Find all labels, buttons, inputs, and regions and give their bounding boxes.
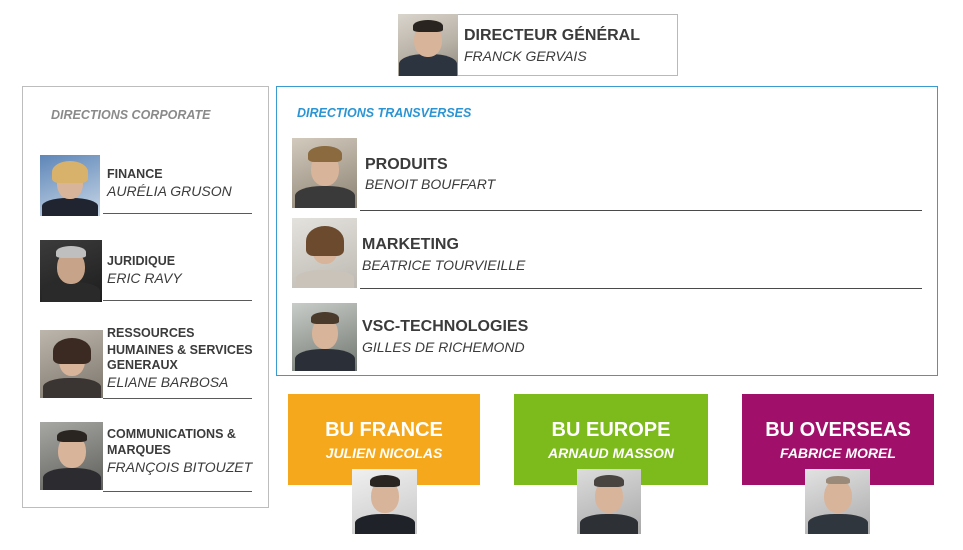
transverse-heading: DIRECTIONS TRANSVERSES bbox=[297, 106, 472, 120]
ceo-title: DIRECTEUR GÉNÉRAL bbox=[464, 27, 641, 44]
communications-divider bbox=[103, 491, 252, 492]
products-divider bbox=[360, 210, 922, 211]
communications-role-line-1: COMMUNICATIONS & bbox=[107, 427, 236, 441]
products-role: PRODUITS bbox=[365, 156, 448, 173]
communications-photo bbox=[40, 422, 103, 490]
marketing-photo bbox=[292, 218, 357, 288]
hr-role-line-3: GENERAUX bbox=[107, 358, 178, 372]
ceo-photo bbox=[398, 14, 458, 76]
ceo-name: FRANCK GERVAIS bbox=[464, 48, 587, 64]
bu-overseas-photo bbox=[805, 469, 870, 534]
hr-divider bbox=[103, 398, 252, 399]
corporate-heading: DIRECTIONS CORPORATE bbox=[51, 108, 211, 122]
finance-divider bbox=[103, 213, 252, 214]
bu-europe-title: BU EUROPE bbox=[551, 419, 671, 441]
communications-name: FRANÇOIS BITOUZET bbox=[107, 459, 253, 475]
bu-france-photo bbox=[352, 469, 417, 534]
finance-role: FINANCE bbox=[107, 167, 163, 181]
vsc-technologies-name: GILLES DE RICHEMOND bbox=[362, 339, 525, 355]
products-name: BENOIT BOUFFART bbox=[365, 176, 496, 192]
bu-europe-name: ARNAUD MASSON bbox=[548, 445, 674, 461]
marketing-divider bbox=[360, 288, 922, 289]
transverse-directions-panel bbox=[276, 86, 938, 376]
legal-name: ERIC RAVY bbox=[107, 270, 182, 286]
legal-photo bbox=[40, 240, 102, 302]
bu-france-title: BU FRANCE bbox=[325, 419, 443, 441]
finance-photo bbox=[40, 155, 100, 216]
bu-france-name: JULIEN NICOLAS bbox=[325, 445, 443, 461]
marketing-role: MARKETING bbox=[362, 236, 459, 253]
hr-role-line-1: RESSOURCES bbox=[107, 326, 195, 340]
products-photo bbox=[292, 138, 357, 208]
bu-overseas-title: BU OVERSEAS bbox=[765, 419, 911, 441]
finance-name: AURÉLIA GRUSON bbox=[107, 183, 232, 199]
bu-overseas-card: BU OVERSEAS FABRICE MOREL bbox=[742, 394, 934, 485]
bu-europe-photo bbox=[577, 469, 641, 534]
bu-overseas-name: FABRICE MOREL bbox=[780, 445, 896, 461]
hr-role-line-2: HUMAINES & SERVICES bbox=[107, 343, 253, 357]
marketing-name: BEATRICE TOURVIEILLE bbox=[362, 257, 526, 273]
corporate-directions-panel bbox=[22, 86, 269, 508]
vsc-technologies-role: VSC-TECHNOLOGIES bbox=[362, 318, 529, 335]
legal-role: JURIDIQUE bbox=[107, 254, 176, 268]
hr-photo bbox=[40, 330, 103, 398]
vsc-technologies-photo bbox=[292, 303, 357, 371]
hr-name: ELIANE BARBOSA bbox=[107, 374, 229, 390]
legal-divider bbox=[103, 300, 252, 301]
communications-role-line-2: MARQUES bbox=[107, 443, 171, 457]
